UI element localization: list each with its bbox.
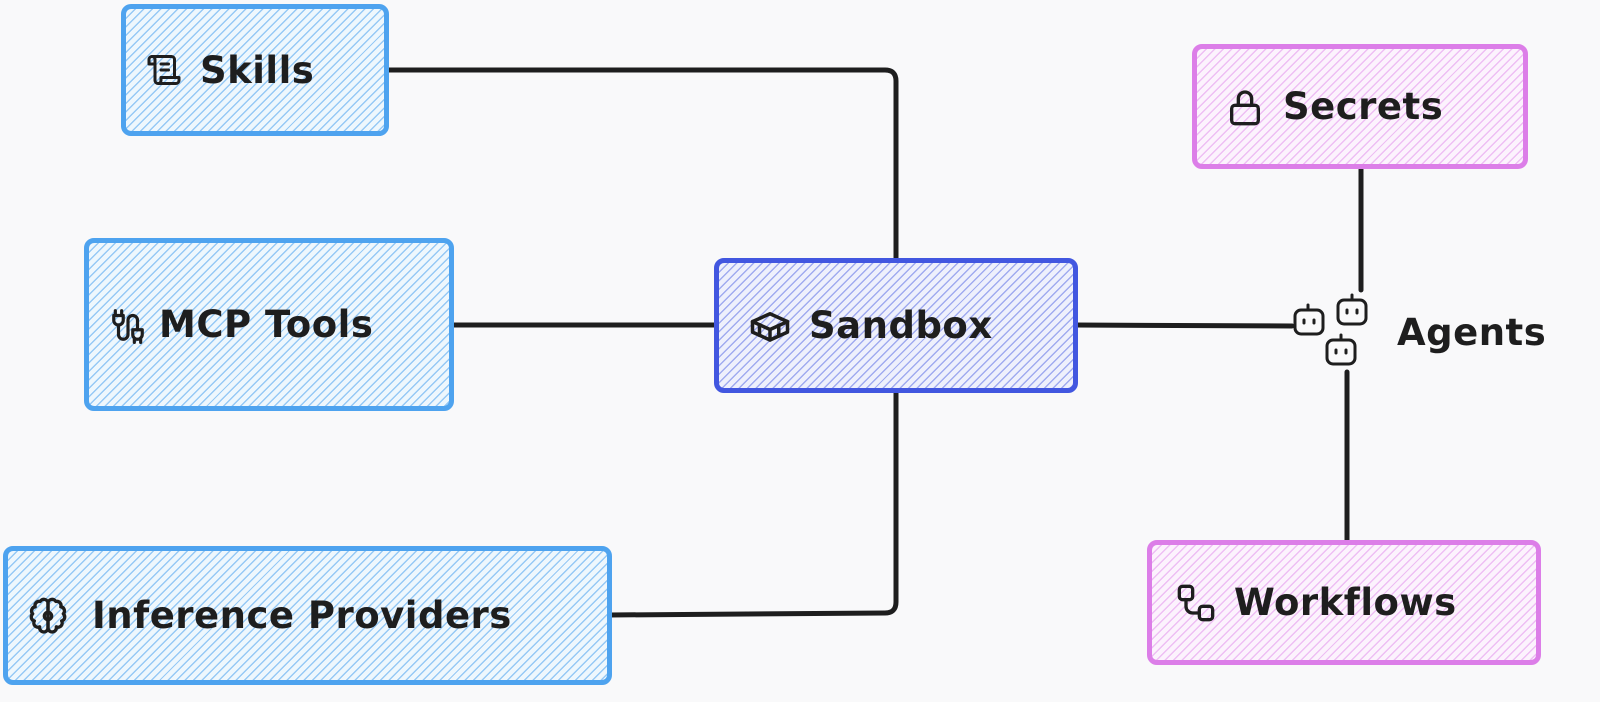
workflow-icon xyxy=(1176,583,1216,623)
brain-icon xyxy=(28,596,68,636)
robots-icon xyxy=(1291,292,1377,372)
connector-skills-sandbox xyxy=(385,67,899,265)
connector-inference-sandbox xyxy=(607,389,899,618)
inference-providers-node[interactable]: Inference Providers xyxy=(3,546,612,685)
skills-label: Skills xyxy=(200,48,315,92)
mcp-tools-node[interactable]: MCP Tools xyxy=(84,238,454,411)
sandbox-node[interactable]: Sandbox xyxy=(714,258,1078,393)
container-icon xyxy=(747,305,793,347)
sandbox-label: Sandbox xyxy=(809,304,993,347)
connector-sandbox-agents xyxy=(1072,322,1295,329)
agents-node[interactable]: Agents xyxy=(1291,292,1546,372)
lock-icon xyxy=(1225,86,1265,128)
secrets-node[interactable]: Secrets xyxy=(1192,44,1528,169)
agents-label: Agents xyxy=(1397,310,1547,354)
workflows-node[interactable]: Workflows xyxy=(1147,540,1541,665)
plug-icon xyxy=(109,303,147,347)
scroll-icon xyxy=(146,51,182,89)
inference-providers-label: Inference Providers xyxy=(92,594,512,637)
mcp-tools-label: MCP Tools xyxy=(159,303,374,346)
workflows-label: Workflows xyxy=(1234,581,1457,624)
secrets-label: Secrets xyxy=(1283,85,1444,128)
skills-node[interactable]: Skills xyxy=(121,4,389,136)
